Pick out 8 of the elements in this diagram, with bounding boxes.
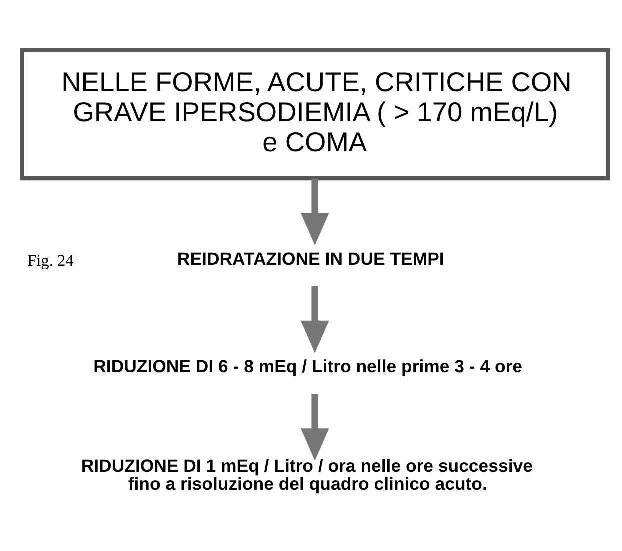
arrow: [300, 178, 330, 246]
node-box: NELLE FORME, ACUTE, CRITICHE CON GRAVE IPERSODIEMIA ( > 170 mEq/L) e COMA: [20, 48, 610, 180]
node-text: RIDUZIONE DI 1 mEq / Litro / ora nelle ore successive fino a risoluzione del quadro clinico acuto.: [81, 456, 533, 494]
label: Fig. 24: [28, 250, 74, 270]
node-text: RIDUZIONE DI 6 - 8 mEq / Litro nelle prime 3 - 4 ore: [94, 356, 523, 376]
arrow: [300, 286, 330, 353]
node-text: REIDRATAZIONE IN DUE TEMPI: [177, 248, 444, 268]
arrow: [300, 394, 330, 460]
